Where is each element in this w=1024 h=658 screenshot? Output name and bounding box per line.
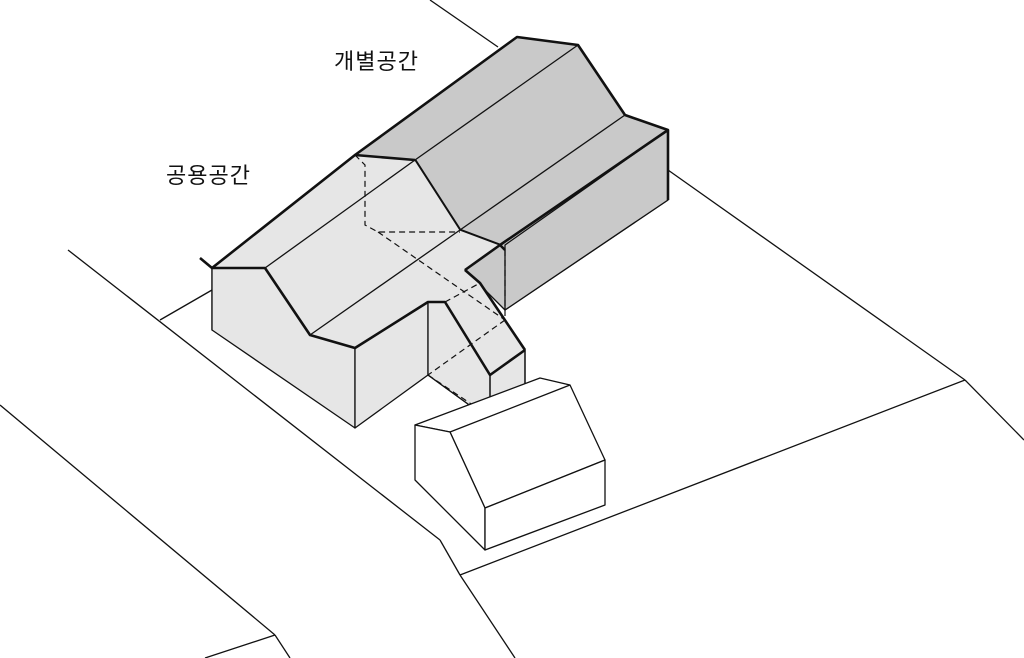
common-outline-notch	[464, 243, 506, 272]
annex-roof-ridge	[449, 384, 571, 433]
site-line-front-down	[459, 574, 516, 658]
site-line-front	[459, 379, 966, 576]
hidden-line-passage	[444, 282, 481, 303]
annex-side-wall	[484, 459, 606, 551]
individual-roof-ridge	[414, 44, 579, 161]
road-line-upper	[67, 249, 441, 541]
road-line-lower-branch	[204, 634, 276, 658]
common-space-label: 공용공간	[166, 164, 251, 189]
individual-outline-top	[354, 35, 670, 200]
road-line-upper-bend	[439, 539, 461, 576]
common-roof-ridge	[264, 159, 416, 269]
site-line-right-diagonal	[667, 169, 966, 381]
site-line-right-edge	[964, 379, 1024, 441]
individual-roof-eave	[459, 114, 626, 231]
individual-space-label: 개별공간	[334, 50, 419, 75]
hidden-line-cross	[427, 319, 506, 376]
road-line-lower	[0, 404, 276, 636]
common-space-block	[199, 153, 527, 429]
road-line-lower-bend	[274, 634, 291, 658]
individual-space-block	[354, 35, 670, 311]
hidden-line-wall	[354, 154, 460, 233]
site-line-top	[429, 0, 499, 48]
hidden-line-floor	[377, 231, 506, 321]
common-outline-lower	[199, 257, 526, 377]
annex-block	[414, 377, 606, 551]
common-outline-passage	[464, 269, 527, 351]
site-line-left-stub	[159, 289, 213, 321]
common-roof-eave	[309, 229, 461, 336]
